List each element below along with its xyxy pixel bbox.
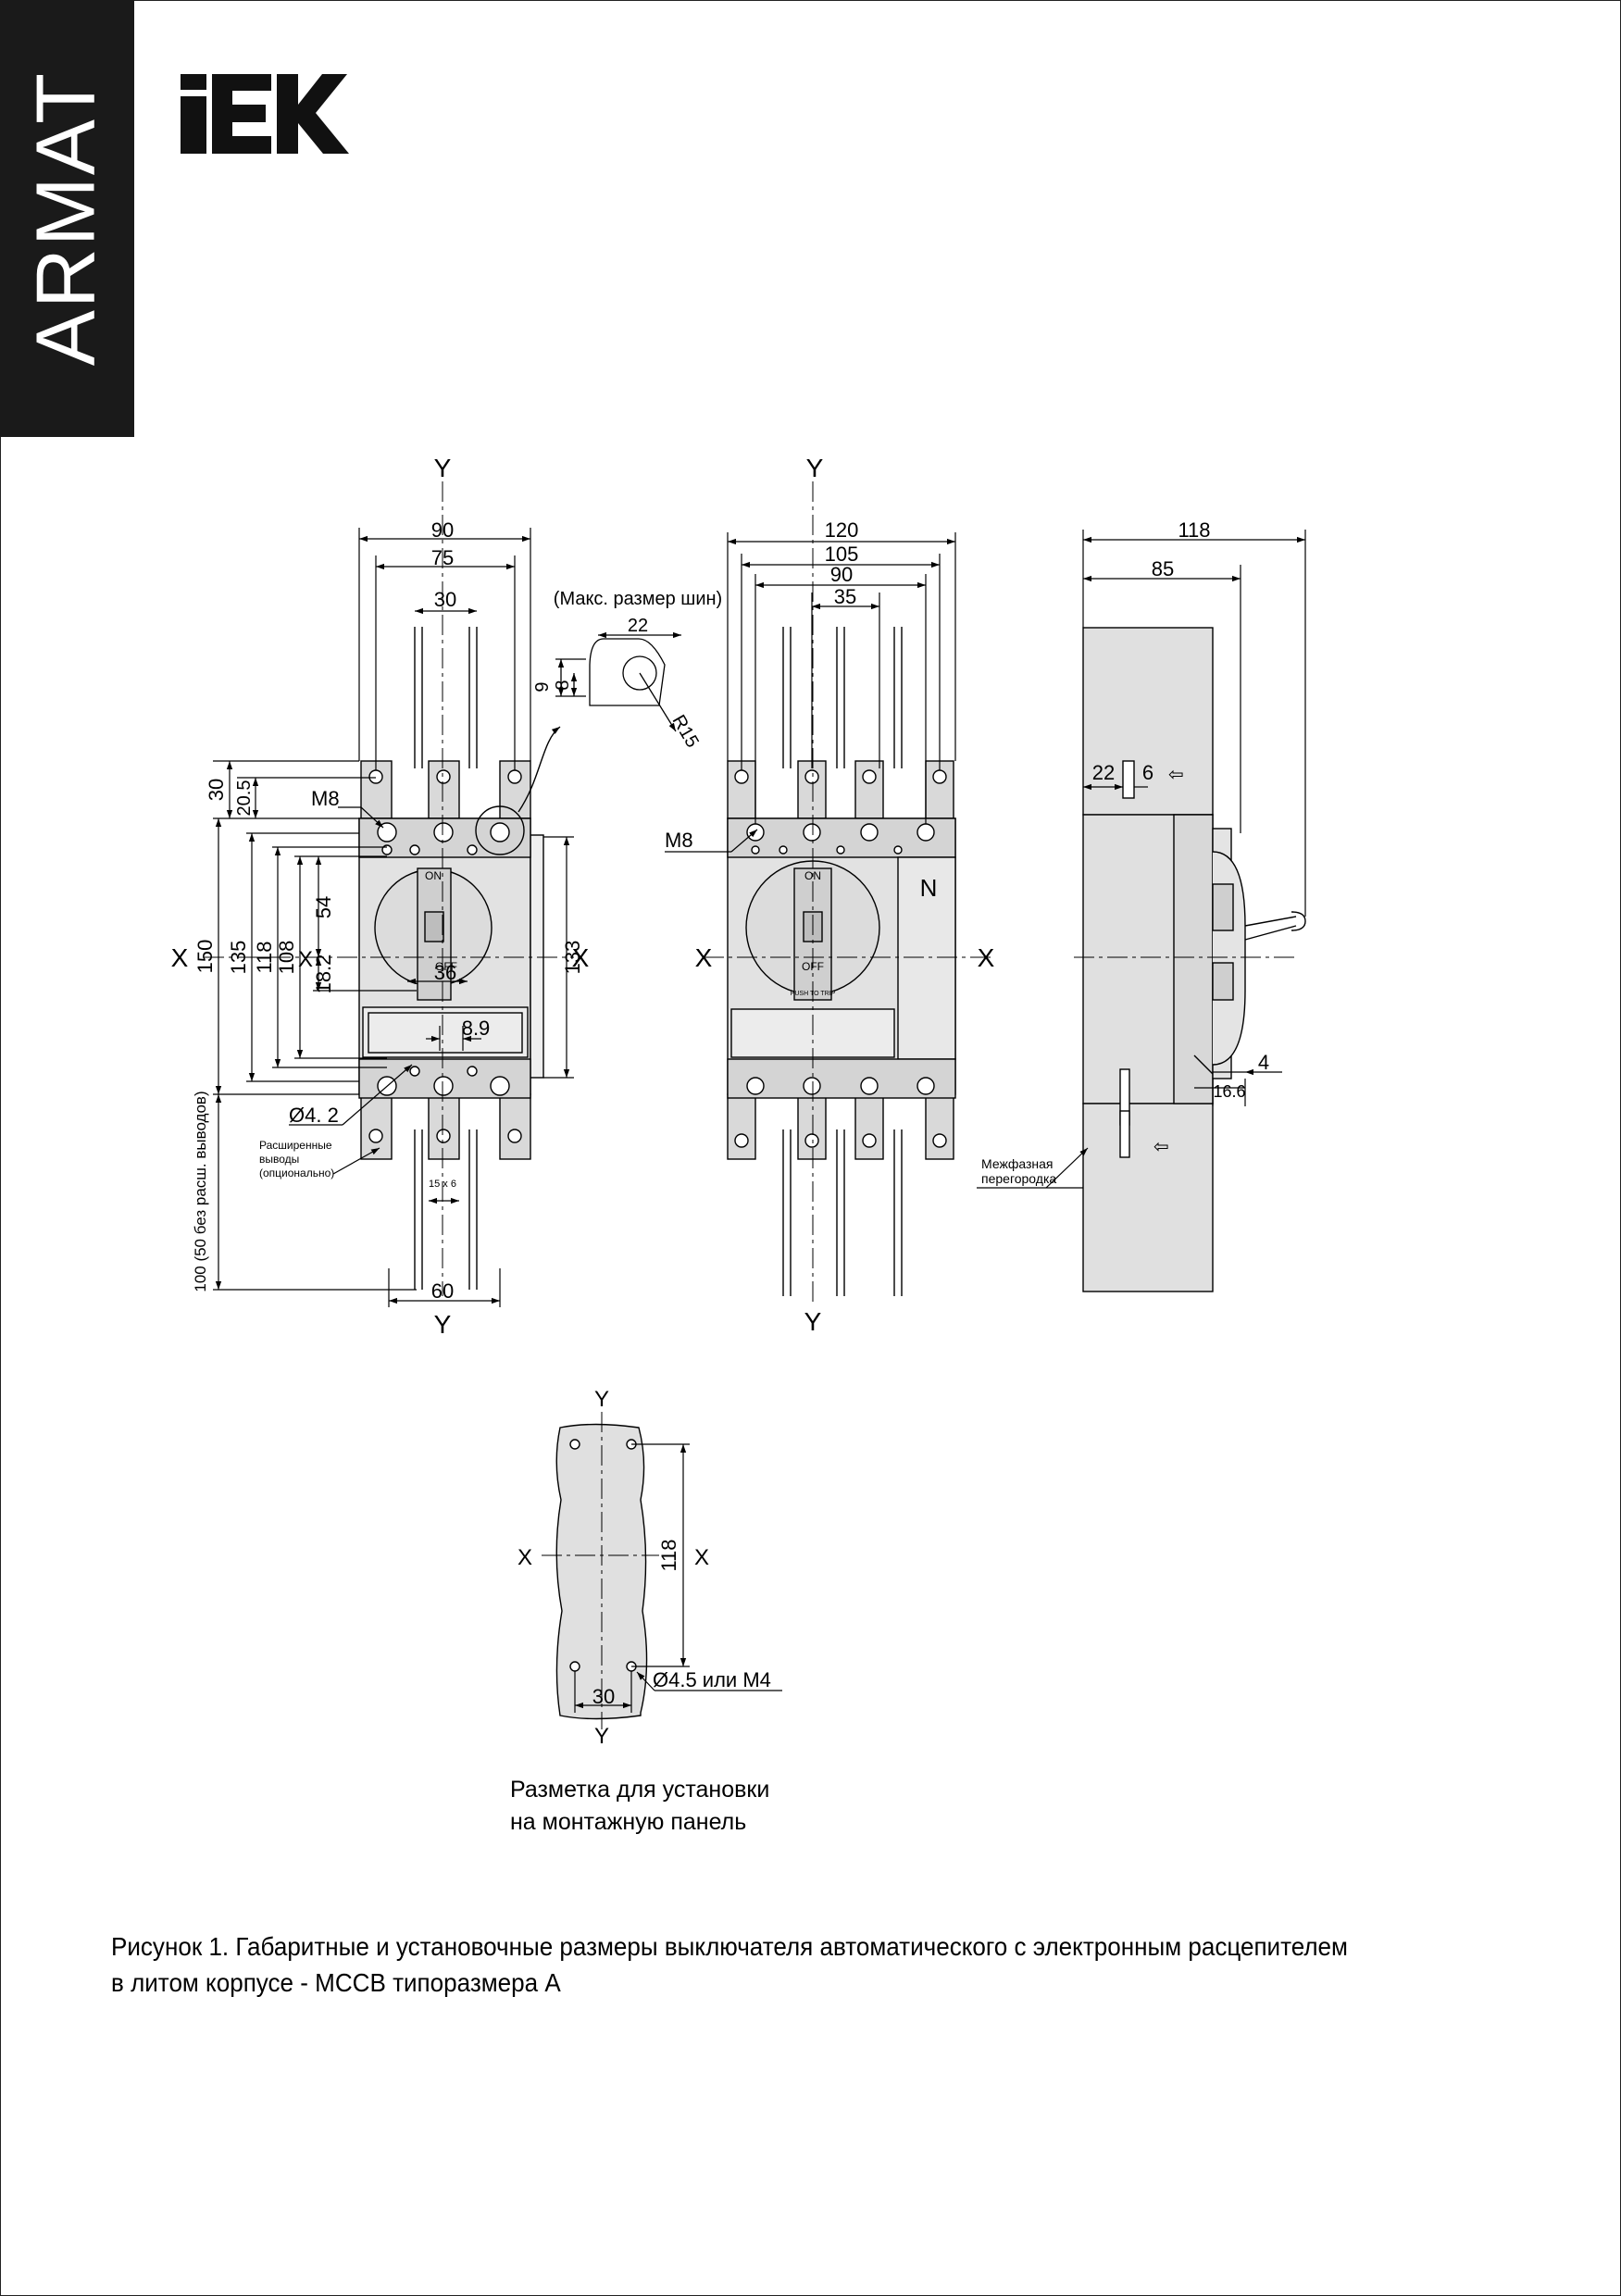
extension-length-label: 100 (50 без расш. выводов): [192, 1091, 209, 1292]
ext-terminals-line3: (опционально): [259, 1167, 334, 1179]
hole-dia-label: Ø4. 2: [289, 1104, 339, 1127]
mounting-caption-line2: на монтажную панель: [510, 1809, 747, 1835]
side-6: 6: [1142, 761, 1153, 784]
mount-hole-label: Ø4.5 или М4: [653, 1668, 771, 1691]
side-22: 22: [1092, 761, 1115, 784]
side-arrow-bottom: ⇦: [1153, 1137, 1169, 1157]
dim-3p-133: 133: [561, 941, 584, 975]
dim-3p-135: 135: [227, 941, 250, 975]
side-118: 118: [1178, 518, 1210, 542]
on-label: ON: [425, 869, 442, 882]
side-arrow-top: ⇦: [1168, 765, 1184, 785]
mount-118: 118: [657, 1539, 680, 1571]
busbar-22: 22: [628, 616, 648, 636]
dim-3p-36: 36: [434, 961, 456, 984]
dim-3p-18-2: 18.2: [312, 955, 335, 994]
slot-label: 15 x 6: [429, 1179, 456, 1190]
axis-x-inner-3p: X: [298, 947, 313, 972]
side-85: 85: [1152, 557, 1174, 580]
ext-terminals-line2: выводы: [259, 1153, 299, 1166]
figure-caption: Рисунок 1. Габаритные и установочные раз…: [111, 1928, 1440, 2001]
axis-y-bottom-4p: Y: [804, 1307, 822, 1336]
dim-3p-60: 60: [431, 1279, 454, 1303]
busbar-8: 8: [553, 680, 573, 690]
busbar-r15: R15: [667, 712, 702, 752]
axis-x-right-3p: X: [572, 943, 590, 972]
figure-caption-line2: в литом корпусе - MCCB типоразмера А: [111, 1968, 561, 1997]
brand-band: ARMAT: [0, 0, 134, 437]
ext-terminals-line1: Расширенные: [259, 1139, 332, 1152]
mount-30: 30: [592, 1685, 615, 1708]
dim-4p-105: 105: [825, 543, 859, 566]
axis-y-bottom-3p: Y: [434, 1310, 452, 1339]
m8-label-4p: M8: [665, 829, 693, 852]
figure-caption-line1: Рисунок 1. Габаритные и установочные раз…: [111, 1932, 1348, 1961]
dim-3p-8-9: 8.9: [462, 1017, 491, 1040]
side-16-6: 16.6: [1213, 1082, 1245, 1101]
axis-y-top-3p: Y: [434, 454, 452, 482]
side-view: [1082, 627, 1306, 1292]
dim-4p-35: 35: [834, 585, 856, 608]
axis-y-top-mount: Y: [594, 1387, 609, 1412]
mounting-caption-line1: Разметка для установки: [510, 1777, 770, 1803]
dim-3p-108: 108: [275, 941, 298, 975]
axis-x-left-3p: X: [171, 943, 189, 972]
busbar-title: (Макс. размер шин): [554, 589, 722, 609]
partition-line2: перегородка: [981, 1171, 1056, 1186]
axis-x-right-mount: X: [694, 1545, 709, 1570]
partition-line1: Межфазная: [981, 1156, 1053, 1171]
front-view-3p: [358, 627, 561, 1290]
dim-3p-h20-5: 20.5: [234, 780, 255, 817]
n-pole-label: N: [920, 874, 938, 902]
busbar-9: 9: [532, 681, 553, 692]
axis-x-left-4p: X: [695, 943, 713, 972]
mounting-caption: Разметка для установки на монтажную пане…: [510, 1774, 769, 1839]
m8-label-3p: M8: [311, 787, 340, 810]
dim-3p-118: 118: [253, 941, 276, 973]
side-4: 4: [1258, 1051, 1269, 1074]
dim-3p-h30: 30: [205, 779, 228, 801]
dim-3p-150: 150: [193, 940, 217, 974]
axis-x-left-mount: X: [517, 1545, 532, 1570]
busbar-detail: [555, 631, 681, 732]
axis-y-top-4p: Y: [806, 454, 824, 482]
axis-x-right-4p: X: [978, 943, 995, 972]
dim-3p-54: 54: [312, 896, 335, 918]
off-label: OFF: [435, 960, 457, 973]
dim-3p-90: 90: [431, 518, 454, 542]
dim-3p-75: 75: [431, 546, 454, 569]
dim-4p-90: 90: [830, 563, 853, 586]
axis-y-bottom-mount: Y: [594, 1724, 609, 1749]
dim-4p-120: 120: [825, 518, 859, 542]
iek-logo: [181, 74, 349, 154]
front-view-4p: [727, 627, 956, 1296]
dim-3p-30: 30: [434, 588, 456, 611]
